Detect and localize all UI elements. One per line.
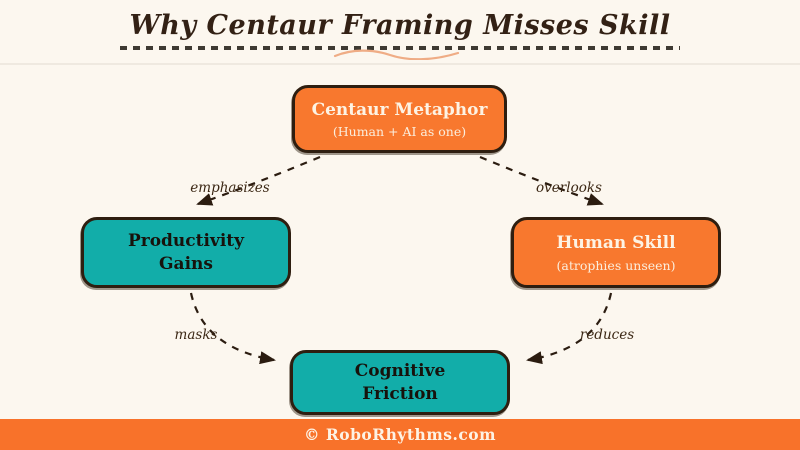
node-title: Productivity Gains: [127, 231, 245, 274]
header-divider: [0, 63, 800, 65]
title-underline-dashed: [120, 46, 680, 50]
node-title: Human Skill: [556, 233, 676, 254]
footer-credit: © RoboRhythms.com: [303, 425, 497, 444]
page-title: Why Centaur Framing Misses Skill: [129, 10, 671, 41]
node-title: Centaur Metaphor: [311, 99, 488, 120]
node-cognitive-friction: Cognitive Friction: [290, 350, 510, 415]
edge-label-reduces: reduces: [579, 327, 635, 343]
node-subtitle: (atrophies unseen): [556, 257, 676, 273]
edge-label-overlooks: overlooks: [536, 180, 602, 196]
node-subtitle: (Human + AI as one): [332, 124, 467, 140]
edge-label-masks: masks: [174, 327, 218, 343]
node-title: Cognitive Friction: [354, 361, 446, 404]
edge-label-emphasizes: emphasizes: [190, 180, 270, 196]
node-human-skill: Human Skill (atrophies unseen): [511, 217, 721, 288]
footer-bar: © RoboRhythms.com: [0, 419, 800, 450]
node-centaur-metaphor: Centaur Metaphor (Human + AI as one): [292, 85, 507, 153]
node-productivity-gains: Productivity Gains: [81, 217, 291, 288]
title-swash-icon: [333, 49, 460, 60]
